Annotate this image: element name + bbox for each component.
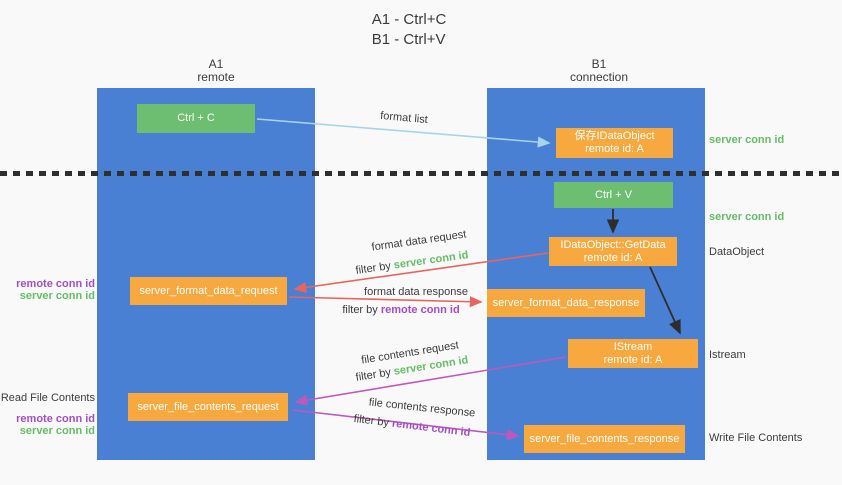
left-conn-id-group-format: remote conn id server conn id <box>16 278 95 302</box>
remote-conn-id-label: remote conn id <box>16 413 95 425</box>
format-data-response-label: format data response <box>364 286 468 298</box>
server-file-contents-response-box: server_file_contents_response <box>524 425 685 453</box>
server-format-data-request-label: server_format_data_request <box>139 284 278 297</box>
remote-conn-id-text: remote conn id <box>391 417 471 440</box>
save-idataobject-box: 保存IDataObject remote id: A <box>556 128 673 158</box>
server-conn-id-label-right-1: server conn id <box>709 134 785 146</box>
format-data-request-label: format data request <box>370 228 468 254</box>
filter-by-remote-conn-id-label-1: filter by remote conn id <box>342 304 459 316</box>
diagram-title: A1 - Ctrl+C B1 - Ctrl+V <box>372 10 447 50</box>
server-format-data-request-box: server_format_data_request <box>130 277 287 305</box>
lane-header-a1: A1 remote <box>146 58 286 84</box>
remote-conn-id-text: remote conn id <box>380 304 460 316</box>
istream-label: Istream <box>709 349 746 361</box>
title-line-2: B1 - Ctrl+V <box>371 31 446 48</box>
format-list-label: format list <box>379 109 429 127</box>
filter-by-text: filter by <box>354 260 392 277</box>
server-conn-id-label-right-2: server conn id <box>709 211 785 223</box>
server-conn-id-text: server conn id <box>393 249 470 272</box>
write-file-contents-label: Write File Contents <box>709 432 803 444</box>
session-divider-dotted-line <box>0 171 842 176</box>
getdata-line1: IDataObject::GetData <box>560 238 666 251</box>
filter-by-text: filter by <box>353 412 390 430</box>
lane-header-b1: B1 connection <box>529 58 669 84</box>
filter-by-text: filter by <box>354 366 392 384</box>
server-conn-id-label: server conn id <box>19 290 95 302</box>
idataobject-getdata-box: IDataObject::GetData remote id: A <box>549 237 677 266</box>
left-conn-id-group-file: remote conn id server conn id <box>16 413 95 437</box>
lane-a1-name: A1 <box>208 57 224 71</box>
ctrl-v-box: Ctrl + V <box>554 182 673 208</box>
server-format-data-response-box: server_format_data_response <box>487 289 645 317</box>
istream-line1: IStream <box>613 340 653 353</box>
getdata-line2: remote id: A <box>583 251 643 264</box>
server-file-contents-request-label: server_file_contents_request <box>137 400 279 413</box>
filter-by-text: filter by <box>342 304 378 316</box>
server-conn-id-label: server conn id <box>19 425 95 437</box>
server-file-contents-response-label: server_file_contents_response <box>529 432 680 445</box>
title-line-1: A1 - Ctrl+C <box>371 11 447 28</box>
ctrl-c-box: Ctrl + C <box>137 104 255 133</box>
lane-b1-subtitle: connection <box>569 70 629 84</box>
istream-remote-box: IStream remote id: A <box>568 339 698 368</box>
lane-b1-name: B1 <box>591 57 607 71</box>
server-file-contents-request-box: server_file_contents_request <box>128 393 288 421</box>
server-format-data-response-label: server_format_data_response <box>492 296 640 309</box>
save-idataobject-line1: 保存IDataObject <box>574 130 655 142</box>
lane-a1-subtitle: remote <box>197 70 235 84</box>
save-idataobject-line2: remote id: A <box>585 143 644 155</box>
remote-conn-id-label: remote conn id <box>16 278 95 290</box>
istream-line2: remote id: A <box>603 353 663 366</box>
dataobject-label: DataObject <box>709 246 765 258</box>
ctrl-c-label: Ctrl + C <box>177 112 215 124</box>
ctrl-v-label: Ctrl + V <box>595 188 632 201</box>
read-file-contents-label: Read File Contents <box>0 392 95 404</box>
